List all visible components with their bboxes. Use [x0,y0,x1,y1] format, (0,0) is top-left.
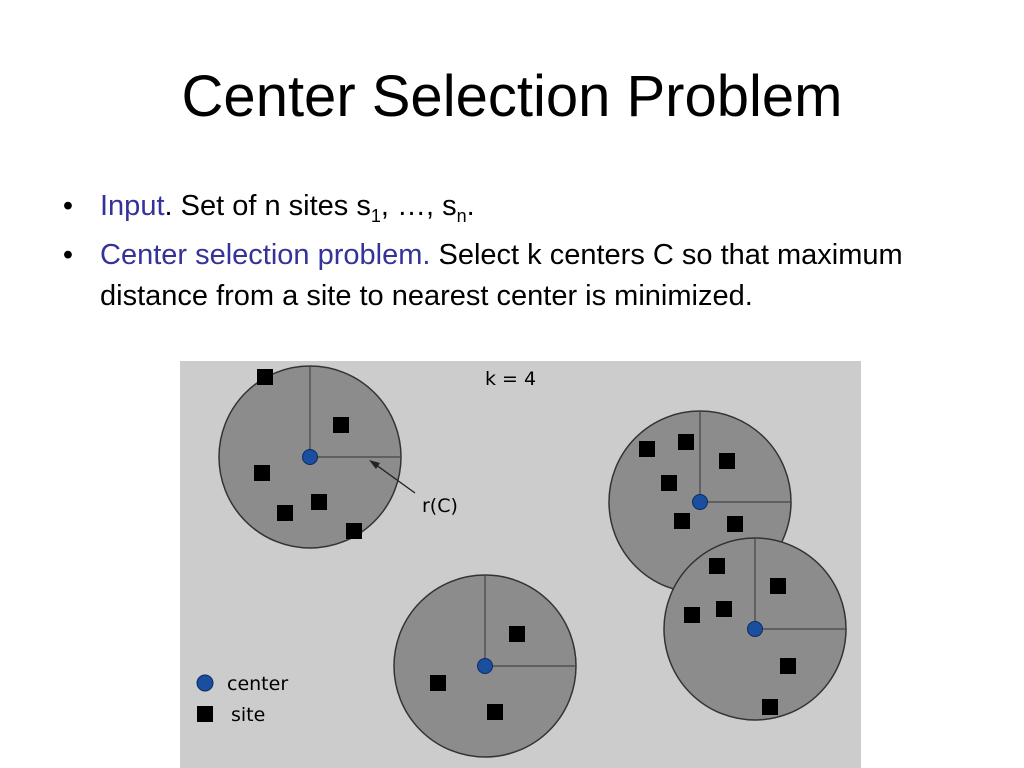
site-marker [780,658,796,674]
site-marker [716,601,732,617]
radius-arrow-head-icon [369,460,380,469]
site-marker [762,699,778,715]
site-marker [678,434,694,450]
slide-title: Center Selection Problem [181,64,843,129]
bullet-list: • Input. Set of n sites s1, …, sn. • Cen… [58,186,958,325]
center-marker [692,494,708,510]
site-marker [727,516,743,532]
site-marker [257,369,273,385]
center-marker [747,621,763,637]
site-marker [333,417,349,433]
center-marker [477,658,493,674]
site-marker [719,453,735,469]
site-marker [346,523,362,539]
site-marker [709,558,725,574]
bullet-dot-icon: • [62,190,74,222]
bullet-input-text-c: . [466,190,475,222]
bullet-problem: • Center selection problem. Select k cen… [58,235,958,317]
radius-arrow-line [371,461,416,494]
bullet-input-sub-n: n [456,205,467,226]
bullet-input-keyword: Input [100,190,165,222]
site-marker [487,704,503,720]
legend-center-icon [196,674,214,692]
site-marker [430,675,446,691]
legend: center site [196,673,288,726]
legend-center-label: center [227,673,288,695]
bullet-problem-text: Select k centers C so that maximum dista… [100,239,903,312]
site-marker [770,578,786,594]
site-marker [674,513,690,529]
legend-site-icon [197,706,213,722]
bullet-input-text-b: , …, s [380,190,457,222]
site-marker [684,607,700,623]
site-marker [277,505,293,521]
bullet-input-text-a: . Set of n sites s [164,190,371,222]
radius-label: r(C) [422,495,458,517]
bullet-input-sub-1: 1 [370,205,381,226]
k-label: k = 4 [485,368,536,390]
site-marker [311,494,327,510]
site-marker [639,441,655,457]
legend-site-label: site [231,704,265,726]
site-marker [254,465,270,481]
center-marker [302,449,318,465]
bullet-problem-keyword: Center selection problem. [100,239,431,271]
site-marker [661,475,677,491]
radius-lines [309,366,846,667]
bullet-dot-icon: • [62,239,74,271]
bullet-input: • Input. Set of n sites s1, …, sn. [58,186,958,227]
centers [302,449,763,674]
sites [254,369,796,720]
site-marker [509,626,525,642]
center-selection-figure: r(C) k = 4 center site [180,361,861,768]
